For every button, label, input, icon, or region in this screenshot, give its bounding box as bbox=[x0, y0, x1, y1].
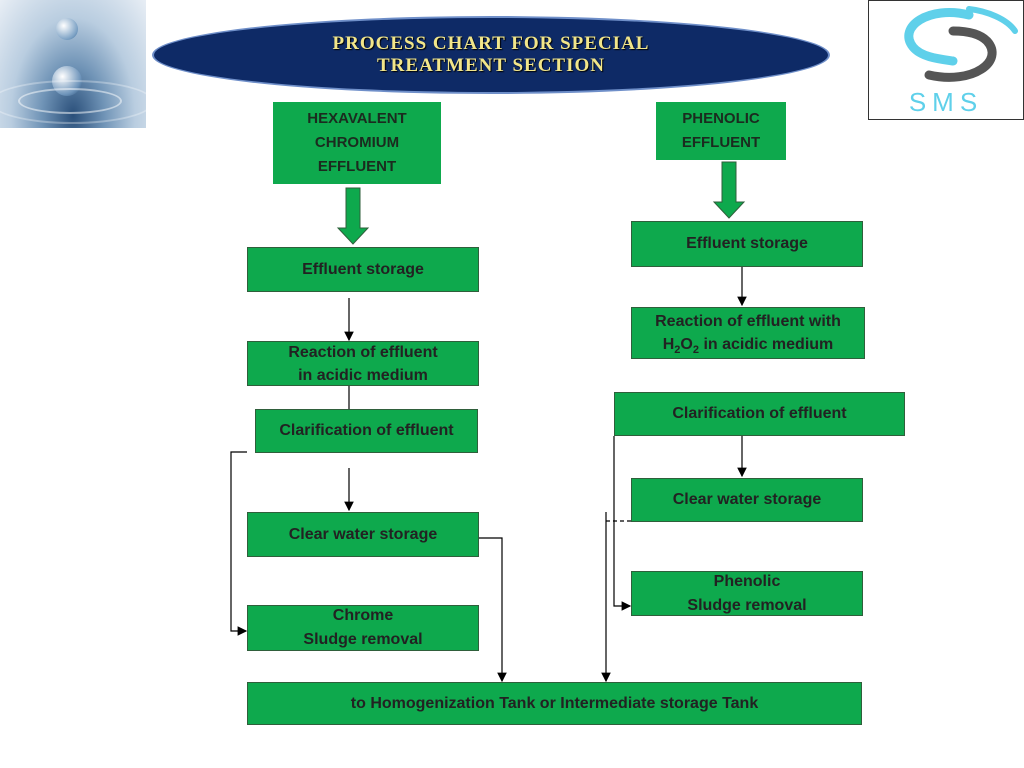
left-clarification-box: Clarification of effluent bbox=[255, 409, 478, 453]
box-label: Effluent storage bbox=[302, 260, 424, 278]
page-title: PROCESS CHART FOR SPECIAL TREATMENT SECT… bbox=[152, 16, 830, 94]
box-label: Chrome bbox=[332, 607, 394, 624]
left-clear-water-box: Clear water storage bbox=[247, 512, 479, 557]
title-line-2: TREATMENT SECTION bbox=[377, 55, 605, 76]
chrome-sludge-removal-box: Chrome Sludge removal bbox=[247, 605, 479, 651]
sms-swirl-logo-icon bbox=[904, 6, 1018, 82]
source-line: CHROMIUM bbox=[314, 134, 400, 151]
box-label: Clarification of effluent bbox=[279, 422, 454, 439]
source-line: EFFLUENT bbox=[681, 134, 761, 151]
homogenization-tank-box: to Homogenization Tank or Intermediate s… bbox=[247, 682, 862, 725]
box-label: Effluent storage bbox=[686, 235, 808, 252]
big-arrow-right bbox=[712, 161, 746, 219]
company-logo: SMS bbox=[868, 0, 1024, 120]
right-effluent-storage-box: Effluent storage bbox=[631, 221, 863, 267]
box-label: Clarification of effluent bbox=[672, 405, 847, 422]
source-line: EFFLUENT bbox=[317, 158, 397, 175]
box-label: Reaction of effluent with bbox=[655, 313, 841, 330]
logo-text: SMS bbox=[908, 87, 984, 117]
hexavalent-chromium-source-box: HEXAVALENT CHROMIUM EFFLUENT bbox=[273, 102, 441, 184]
source-line: PHENOLIC bbox=[682, 110, 760, 127]
box-label: Reaction of effluent bbox=[288, 343, 438, 361]
water-droplet-image bbox=[0, 0, 146, 128]
left-reaction-box: Reaction of effluent in acidic medium bbox=[247, 341, 479, 386]
right-clear-water-box: Clear water storage bbox=[631, 478, 863, 522]
phenolic-effluent-source-box: PHENOLIC EFFLUENT bbox=[656, 102, 786, 160]
box-label: Clear water storage bbox=[672, 491, 822, 508]
phenolic-sludge-removal-box: Phenolic Sludge removal bbox=[631, 571, 863, 616]
h2o2-label: H2O2 in acidic medium bbox=[662, 336, 834, 357]
title-line-1: PROCESS CHART FOR SPECIAL bbox=[332, 33, 650, 54]
arrow-left-clearwater-destination bbox=[478, 537, 507, 683]
right-reaction-box: Reaction of effluent with H2O2 in acidic… bbox=[631, 307, 865, 359]
box-label: Sludge removal bbox=[687, 596, 807, 614]
arrow-right-sludge-bypass bbox=[613, 436, 632, 611]
box-label: Sludge removal bbox=[303, 631, 423, 648]
left-effluent-storage-box: Effluent storage bbox=[247, 247, 479, 292]
big-arrow-left bbox=[336, 187, 370, 245]
box-label: in acidic medium bbox=[298, 366, 428, 384]
box-label: to Homogenization Tank or Intermediate s… bbox=[350, 694, 759, 712]
arrow-left-sludge-bypass bbox=[230, 451, 248, 636]
box-label: Clear water storage bbox=[288, 525, 438, 543]
source-line: HEXAVALENT bbox=[307, 110, 407, 127]
box-label: Phenolic bbox=[713, 572, 781, 590]
right-clarification-box: Clarification of effluent bbox=[614, 392, 905, 436]
